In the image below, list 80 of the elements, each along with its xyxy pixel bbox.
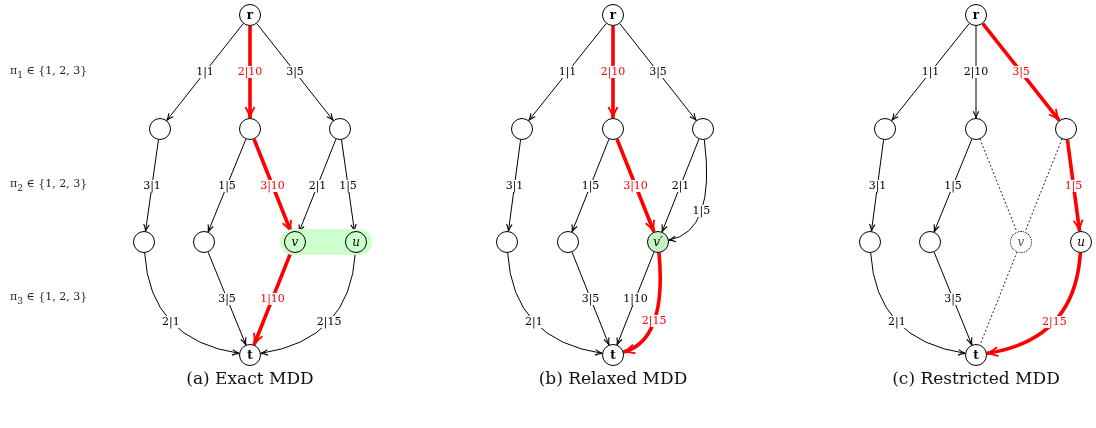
- node-circle: [239, 344, 261, 366]
- node-circle: [496, 231, 518, 253]
- node-circle: [602, 344, 624, 366]
- node-circle: [133, 231, 155, 253]
- node-circle: [602, 4, 624, 26]
- edge-label: 2|1: [524, 315, 544, 328]
- node-circle: [345, 231, 367, 253]
- edge-label: 2|1: [307, 179, 328, 192]
- node-circle: [647, 231, 669, 253]
- layer-domain-label: π$_{1}$ ∈ {1, 2, 3}: [10, 64, 88, 80]
- edge-label: 3|1: [142, 179, 162, 192]
- edge-label: 1|5: [691, 204, 712, 218]
- node-circle: [511, 118, 533, 140]
- node-circle: [859, 231, 881, 253]
- edge-label: 2|10: [962, 65, 990, 79]
- dotted-line: [1024, 138, 1063, 233]
- layer-domain-label: π$_{3}$ ∈ {1, 2, 3}: [10, 290, 88, 306]
- edge-label: 3|5: [1011, 65, 1031, 79]
- node-circle: [1070, 231, 1092, 253]
- node-circle: [965, 118, 987, 140]
- node-circle: [557, 231, 579, 253]
- edge-label: 3|10: [259, 179, 286, 192]
- edge-label: 1|5: [217, 179, 237, 192]
- node-label: v: [291, 236, 299, 248]
- node-circle: [965, 344, 987, 366]
- node-label: u: [1077, 236, 1085, 248]
- node-label: r: [972, 9, 980, 21]
- edge-label: 1|1: [195, 65, 215, 79]
- node-label: t: [247, 349, 253, 361]
- edge-label: 1|10: [259, 292, 286, 305]
- edge-label: 2|1: [161, 315, 181, 328]
- node-circle: [1055, 118, 1077, 140]
- edge-label: 3|5: [943, 292, 963, 305]
- edge-label: 1|5: [580, 179, 601, 192]
- node-circle: [284, 231, 306, 253]
- edge-label: 1|1: [557, 65, 578, 79]
- edge-label: 3|5: [648, 65, 668, 79]
- node-label: u: [352, 236, 360, 248]
- edge-label: 1|10: [622, 292, 649, 305]
- node-label: r: [609, 9, 617, 21]
- edge-label: 2|15: [1040, 315, 1068, 328]
- edge-label: 3|1: [504, 179, 525, 192]
- node-label: t: [973, 349, 979, 361]
- panel-caption: (c) Restricted MDD: [892, 368, 1060, 388]
- edge-label: 1|5: [338, 179, 358, 192]
- dotted-line: [979, 138, 1018, 233]
- dotted-line: [979, 251, 1018, 346]
- node-label: r: [246, 9, 254, 21]
- panel-caption: (b) Relaxed MDD: [538, 368, 688, 388]
- edge-label: 3|1: [867, 179, 888, 192]
- node-circle: [692, 118, 714, 140]
- node-label: t: [610, 349, 616, 361]
- node-circle: [919, 231, 941, 253]
- edge-label: 3|10: [622, 179, 649, 192]
- node-circle: [239, 4, 261, 26]
- edge-label: 2|1: [670, 179, 691, 192]
- edge-label: 2|15: [640, 315, 668, 328]
- node-circle: [239, 118, 261, 140]
- edge-label: 2|1: [887, 315, 907, 328]
- edge-label: 3|5: [285, 65, 305, 79]
- highlight-band: [280, 229, 372, 255]
- node-circle: [602, 118, 624, 140]
- node-circle: [149, 118, 171, 140]
- node-label: v: [1017, 236, 1025, 248]
- node-circle: [329, 118, 351, 140]
- node-label: v′: [653, 236, 663, 248]
- panel-caption: (a) Exact MDD: [186, 368, 314, 388]
- layer-domain-label: π$_{2}$ ∈ {1, 2, 3}: [10, 177, 88, 193]
- edge-label: 1|5: [943, 179, 963, 192]
- edge-label: 1|5: [1063, 179, 1084, 192]
- edge-label: 1|1: [920, 65, 941, 79]
- node-circle: [965, 4, 987, 26]
- edge-label: 2|15: [315, 315, 343, 328]
- edge-label: 3|5: [580, 292, 601, 305]
- node-circle: [874, 118, 896, 140]
- node-circle: [193, 231, 215, 253]
- edge-label: 2|10: [236, 65, 264, 79]
- edge-label: 3|5: [217, 292, 237, 305]
- dotted-node-circle: [1010, 231, 1032, 253]
- edge-label: 2|10: [599, 65, 627, 79]
